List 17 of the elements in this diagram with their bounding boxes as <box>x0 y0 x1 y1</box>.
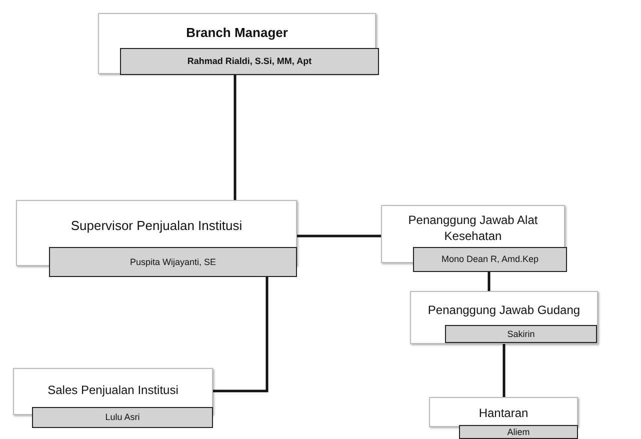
role-title: Supervisor Penjualan Institusi <box>70 216 244 235</box>
role-title: Branch Manager <box>185 24 289 42</box>
name-bar: Mono Dean R, Amd.Kep <box>413 247 567 272</box>
connector-line <box>234 75 236 200</box>
role-title: Penanggung Jawab Gudang <box>426 302 582 319</box>
role-title: Penanggung Jawab Alat Kesehatan <box>407 212 539 244</box>
connector-line <box>502 344 506 397</box>
connector-line <box>488 272 490 291</box>
connector-line <box>297 234 381 238</box>
role-title: Hantaran <box>478 405 530 422</box>
role-title: Sales Penjualan Institusi <box>46 382 180 398</box>
name-bar: Aliem <box>459 425 578 439</box>
name-bar: Puspita Wijayanti, SE <box>49 247 297 277</box>
connector-line <box>213 277 268 392</box>
name-bar: Lulu Asri <box>32 407 213 428</box>
name-bar: Rahmad Rialdi, S.Si, MM, Apt <box>120 48 379 75</box>
name-bar: Sakirin <box>445 325 597 343</box>
